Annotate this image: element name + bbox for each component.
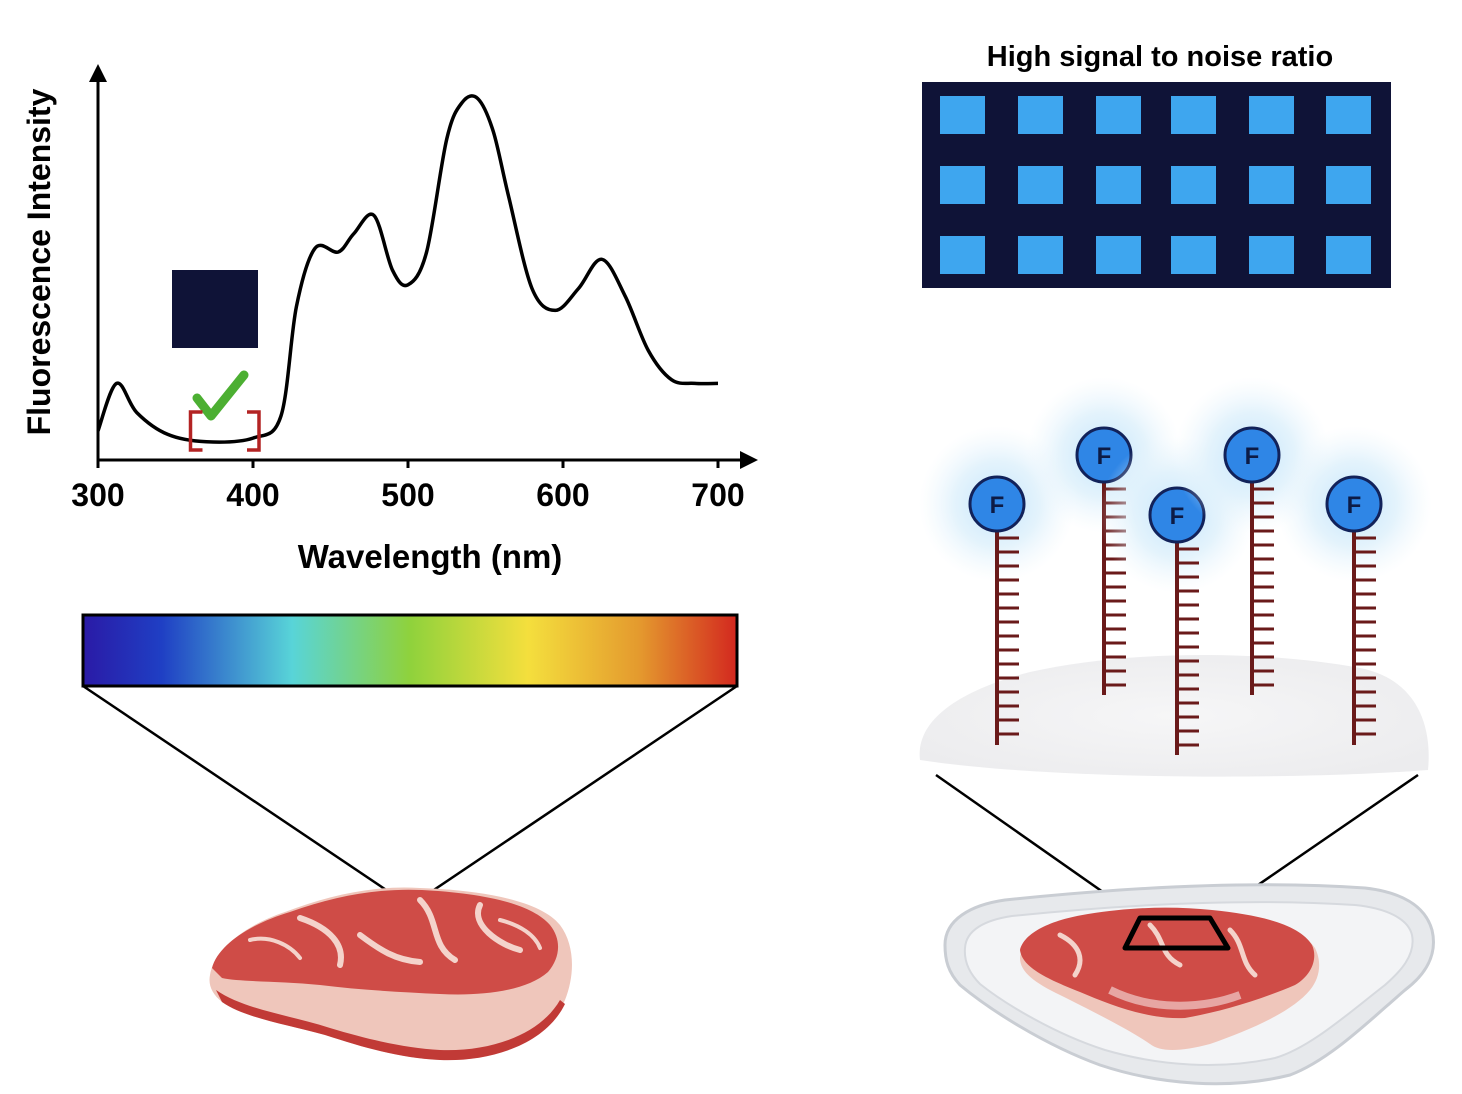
x-axis-arrowhead bbox=[740, 451, 758, 469]
signal-cell bbox=[1171, 236, 1216, 274]
signal-panel-cells bbox=[940, 96, 1371, 274]
fluorophore bbox=[1223, 426, 1281, 484]
x-tick-label: 500 bbox=[381, 477, 434, 513]
check-icon bbox=[192, 370, 249, 421]
fluorophore-label: F bbox=[1245, 443, 1260, 470]
spectrum-line bbox=[96, 94, 719, 444]
fluorophore-label: F bbox=[1097, 443, 1112, 470]
signal-cell bbox=[1249, 96, 1294, 134]
packaged-steak-illustration bbox=[943, 883, 1435, 1086]
signal-cell bbox=[1018, 96, 1063, 134]
signal-cell bbox=[1249, 236, 1294, 274]
signal-cell bbox=[1171, 96, 1216, 134]
signal-cell bbox=[1171, 166, 1216, 204]
color-spectrum-bar bbox=[81, 613, 739, 688]
x-tick-label: 300 bbox=[71, 477, 124, 513]
dark-signal-square bbox=[172, 270, 258, 348]
probe: F bbox=[1276, 426, 1432, 745]
signal-cell bbox=[940, 96, 985, 134]
signal-cell bbox=[1018, 236, 1063, 274]
x-axis-ticks: 300 400 500 600 700 bbox=[71, 460, 745, 513]
signal-cell bbox=[1326, 96, 1371, 134]
highlight-bracket bbox=[188, 410, 261, 452]
fluorophore bbox=[1325, 475, 1383, 533]
spectrum-plot: 300 400 500 600 700 Fluorescence Intensity W… bbox=[21, 64, 758, 575]
y-axis-label: Fluorescence Intensity bbox=[21, 88, 57, 435]
x-tick-label: 600 bbox=[536, 477, 589, 513]
signal-cell bbox=[1096, 166, 1141, 204]
signal-panel bbox=[922, 82, 1391, 288]
axes bbox=[96, 78, 742, 462]
x-tick-label: 700 bbox=[691, 477, 744, 513]
fluorophore bbox=[968, 475, 1026, 533]
steak-illustration bbox=[209, 887, 572, 1061]
signal-cell bbox=[1326, 236, 1371, 274]
x-axis-label: Wavelength (nm) bbox=[298, 538, 563, 575]
signal-panel-title: High signal to noise ratio bbox=[987, 41, 1333, 73]
sensor-surface bbox=[919, 654, 1429, 777]
signal-cell bbox=[940, 236, 985, 274]
signal-cell bbox=[1018, 166, 1063, 204]
fluorophore-label: F bbox=[990, 492, 1005, 519]
zoom-lines-left bbox=[82, 684, 738, 908]
fluorophore-label: F bbox=[1170, 503, 1185, 530]
signal-cell bbox=[1249, 166, 1294, 204]
y-axis-arrowhead bbox=[89, 64, 107, 82]
probes: F F F F F bbox=[919, 377, 1432, 755]
signal-cell bbox=[940, 166, 985, 204]
x-tick-label: 400 bbox=[226, 477, 279, 513]
signal-cell bbox=[1096, 96, 1141, 134]
signal-cell bbox=[1096, 236, 1141, 274]
sample-area-outline bbox=[1122, 915, 1231, 951]
signal-cell bbox=[1326, 166, 1371, 204]
fluorophore-label: F bbox=[1347, 492, 1362, 519]
